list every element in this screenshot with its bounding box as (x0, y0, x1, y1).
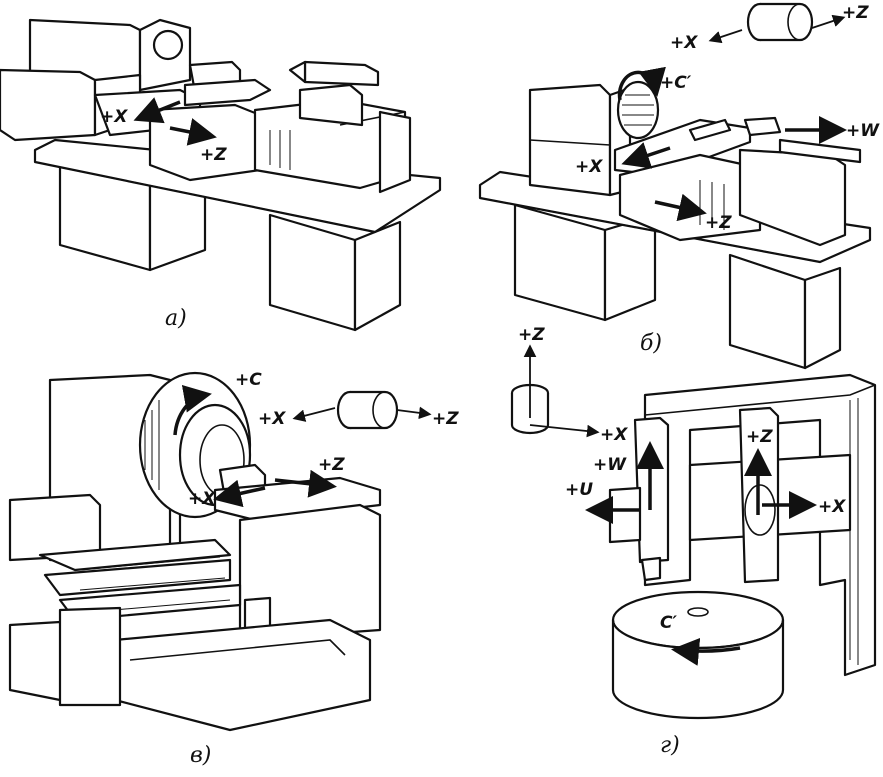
fig-b-c-label: +C′ (660, 73, 692, 93)
fig-g-caption: г) (660, 733, 680, 758)
fig-v-caption: в) (190, 743, 211, 768)
fig-g-c-label: C′ (660, 613, 677, 633)
fig-g-x-ref-label: +X (600, 425, 628, 445)
figure-a-lathe: +X +Z а) (0, 18, 442, 332)
fig-b-x-label: +X (575, 157, 603, 177)
fig-g-z-ref-label: +Z (518, 325, 545, 345)
fig-b-caption: б) (640, 331, 662, 356)
fig-a-x-label: +X (100, 107, 128, 127)
fig-b-x-ref-label: +X (670, 33, 698, 53)
fig-v-c-label: +C (235, 370, 262, 390)
figure-g-vertical-lathe: +Z +X +W +U +Z +X C′ г) (510, 325, 877, 758)
fig-b-w-label: +W (846, 121, 880, 141)
fig-b-z-label: +Z (705, 213, 732, 233)
fig-v-x-label: +X (188, 489, 216, 509)
fig-a-z-label: +Z (200, 145, 227, 165)
fig-v-z-label: +Z (318, 455, 345, 475)
fig-g-w-label: +W (593, 455, 627, 475)
figure-v-machine: +X +Z +C +X +Z в) (8, 370, 459, 768)
fig-b-reference-cylinder (708, 2, 846, 44)
figure-b-lathe: +X +Z +C′ +X +Z +W б) (478, 2, 880, 370)
fig-g-x-label: +X (818, 497, 846, 517)
fig-b-z-ref-label: +Z (842, 3, 869, 23)
fig-v-reference-cylinder (292, 390, 432, 430)
fig-g-reference-cylinder (510, 344, 600, 438)
fig-v-z-ref-label: +Z (432, 409, 459, 429)
fig-a-caption: а) (165, 306, 187, 331)
fig-g-z-label: +Z (746, 427, 773, 447)
fig-g-u-label: +U (565, 480, 593, 500)
fig-v-x-ref-label: +X (258, 409, 286, 429)
